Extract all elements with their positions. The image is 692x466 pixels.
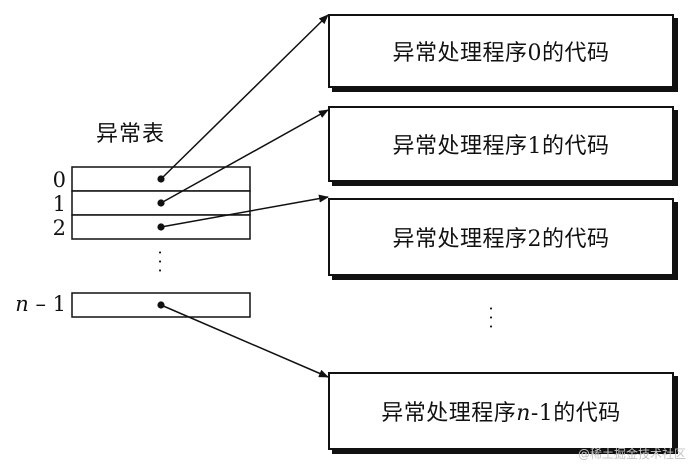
handler-label-n-prefix: 异常处理程序 — [381, 401, 517, 426]
pointer-dot-0 — [157, 175, 165, 183]
handler-label-n-var: n — [516, 401, 531, 426]
handler-box-n-minus-1: 异常处理程序n-1的代码 — [328, 372, 674, 450]
arrow-row-1-to-handler-1 — [160, 109, 329, 204]
arrow-row-2-to-handler-2 — [160, 194, 329, 228]
arrow-row-0-to-handler-0 — [160, 14, 329, 180]
row-label-n-var: n — [15, 292, 29, 316]
handler-box-1: 异常处理程序1的代码 — [328, 106, 674, 182]
handler-label-0: 异常处理程序0的代码 — [392, 41, 610, 66]
handler-box-2: 异常处理程序2的代码 — [328, 198, 674, 276]
handlers-ellipsis: · · · — [488, 299, 494, 336]
row-label-n-rest: – 1 — [28, 292, 66, 316]
row-label-0: 0 — [52, 168, 66, 192]
watermark: @稀土掘金技术社区 — [577, 447, 686, 461]
arrow-row-n-minus-1-to-handler-n-minus-1 — [160, 304, 329, 378]
pointer-dot-n-minus-1 — [157, 301, 165, 309]
row-label-2: 2 — [52, 216, 66, 240]
table-rows-ellipsis: · · · — [157, 243, 163, 280]
exception-table-title: 异常表 — [96, 122, 166, 147]
row-label-n-minus-1: n – 1 — [6, 292, 66, 316]
handler-label-1: 异常处理程序1的代码 — [392, 134, 610, 159]
handler-label-n-minus-1: 异常处理程序n-1的代码 — [381, 395, 621, 427]
handler-label-2: 异常处理程序2的代码 — [392, 227, 610, 252]
handler-label-n-suffix: -1的代码 — [530, 401, 621, 426]
handler-box-0: 异常处理程序0的代码 — [328, 14, 674, 88]
pointer-dot-2 — [157, 223, 165, 231]
row-label-1: 1 — [52, 192, 66, 216]
pointer-dot-1 — [157, 199, 165, 207]
